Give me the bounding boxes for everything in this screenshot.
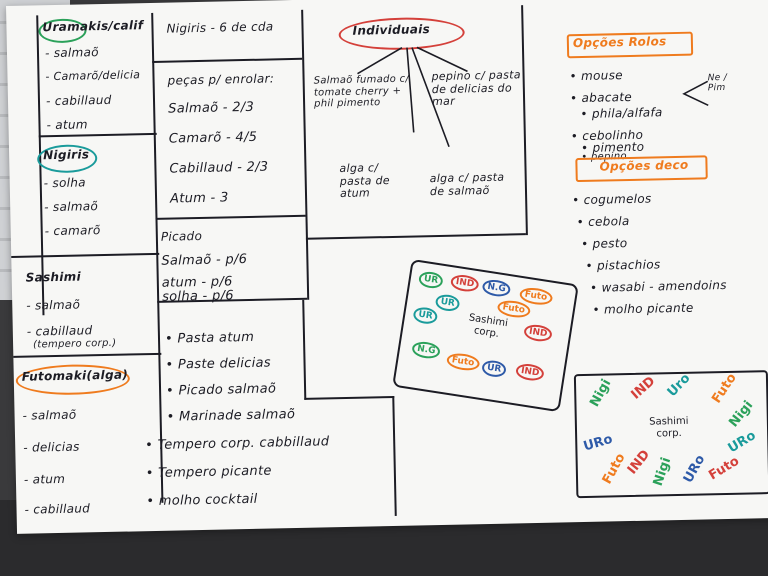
sashimi-title: Sashimi	[25, 269, 82, 285]
opcoes-deco-item: • pistachios	[585, 257, 661, 273]
uramakis-item: - cabillaud	[45, 92, 112, 109]
nigiris-count-row: Cabillaud - 2/3	[169, 159, 269, 177]
futomaki-item: - atum	[23, 471, 66, 487]
tray-1-label: UR	[412, 305, 439, 326]
opcoes-deco-item: • pesto	[580, 236, 628, 252]
rule-h3	[13, 352, 162, 358]
tray-2-label: IND	[628, 373, 659, 403]
tray-1-label: Futo	[445, 351, 481, 373]
individuais-branch: Salmaõ fumado c/ tomate cherry + phil pi…	[313, 73, 410, 110]
paste-item: • Tempero corp. cabbillaud	[145, 434, 330, 454]
tray-1-label: UR	[417, 270, 445, 290]
opcoes-deco-item: • cebola	[576, 213, 630, 230]
opcoes-rolos-note: Ne / Pim	[707, 72, 728, 94]
nigiris-count-row: Salmaõ - 2/3	[168, 99, 255, 117]
uramakis-item: - atum	[46, 117, 88, 133]
paste-item: • Picado salmaõ	[165, 381, 277, 399]
nigiris-item: - camarõ	[44, 223, 101, 239]
opcoes-rolos-item: • abacate	[569, 89, 633, 106]
nigiris-title: Nigiris	[42, 147, 90, 163]
tray-1-label: N.G	[411, 340, 442, 361]
picado-row: solha - p/6	[161, 288, 234, 305]
futomaki-item: - delicias	[23, 439, 80, 455]
tray-2-label: Nigi	[650, 455, 675, 489]
tray-2-center: Sashimi corp.	[649, 415, 689, 439]
uramakis-title: Uramakis/calif	[42, 18, 144, 35]
tray-2-label: URo	[680, 452, 709, 486]
rule-v-step	[302, 299, 307, 400]
futomaki-item: - cabillaud	[24, 501, 91, 517]
tray-1-label: N.G	[481, 278, 512, 299]
bracket-icon	[682, 80, 709, 107]
picado-row: Salmaõ - p/6	[161, 252, 248, 269]
opcoes-rolos-item: • mouse	[569, 68, 623, 84]
rule-h7	[305, 233, 526, 240]
nigiris-count-subtitle: peças p/ enrolar:	[167, 71, 275, 88]
paste-item: • Tempero picante	[145, 463, 272, 482]
paste-item: • Paste delicias	[165, 355, 272, 373]
picado-title: Picado	[160, 228, 203, 244]
opcoes-deco-item: • wasabi - amendoins	[589, 277, 727, 295]
individuais-arrows	[357, 46, 468, 148]
paper-sheet: Uramakis/calif - salmaõ - Camarõ/delicia…	[6, 0, 768, 534]
tray-1-label: IND	[514, 362, 546, 383]
tray-2-label: URo	[581, 431, 615, 455]
tray-1-label: IND	[449, 273, 481, 294]
opcoes-deco-item: • cogumelos	[572, 191, 652, 208]
tray-2-label: URo	[725, 428, 759, 457]
individuais-branch: alga c/ pasta de atum	[339, 161, 391, 201]
paste-item: • Marinade salmaõ	[166, 407, 296, 425]
nigiris-count-row: Camarõ - 4/5	[168, 129, 258, 147]
nigiris-item: - solha	[43, 175, 86, 191]
opcoes-rolos-item: • phila/alfafa	[580, 105, 663, 121]
paste-item: • molho cocktail	[146, 491, 258, 510]
uramakis-item: - Camarõ/delicia	[45, 68, 141, 84]
rule-h-step	[304, 395, 395, 400]
individuais-branch: alga c/ pasta de salmaõ	[429, 170, 505, 198]
tray-2-label: Futo	[709, 370, 740, 407]
futomaki-title: Futomaki(alga)	[21, 367, 129, 384]
tray-1-label: UR	[480, 358, 508, 379]
tray-2-label: Futo	[706, 453, 743, 484]
tray-2-label: Nigi	[587, 376, 615, 410]
sashimi-item: (tempero corp.)	[32, 337, 117, 351]
opcoes-deco-item: • molho picante	[592, 300, 694, 317]
tray-1-label: IND	[522, 322, 554, 344]
tray-1: Sashimi corp. UR IND N.G Futo UR IND N.G…	[392, 258, 579, 413]
individuais-title: Individuais	[352, 22, 431, 38]
opcoes-rolos-title: Opções Rolos	[572, 34, 667, 51]
nigiris-count-title: Nigiris - 6 de cda	[166, 19, 274, 36]
rule-h2	[11, 252, 160, 258]
uramakis-item: - salmaõ	[44, 45, 100, 61]
tray-2-label: Uro	[664, 370, 694, 401]
tray-2-label: Nigi	[726, 398, 757, 431]
tray-2-label: Futo	[599, 450, 629, 487]
rule-h4	[152, 57, 303, 63]
tray-2: Sashimi corp. Nigi IND Uro Futo Nigi URo…	[573, 370, 768, 499]
rule-h5	[155, 214, 306, 220]
opcoes-deco-title: Opções deco	[599, 157, 689, 174]
tray-2-label: IND	[624, 447, 654, 478]
rule-v-step2	[392, 395, 397, 516]
paste-item: • Pasta atum	[164, 329, 255, 347]
futomaki-item: - salmaõ	[22, 407, 77, 423]
sashimi-item: - cabillaud	[26, 323, 93, 339]
rule-h1	[38, 132, 157, 138]
individuais-branch: pepino c/ pasta de delicias do mar	[431, 68, 521, 109]
nigiris-item: - salmaõ	[44, 199, 99, 215]
tray-1-label: UR	[434, 293, 461, 313]
sashimi-item: - salmaõ	[26, 297, 81, 313]
nigiris-count-row: Atum - 3	[169, 190, 229, 207]
